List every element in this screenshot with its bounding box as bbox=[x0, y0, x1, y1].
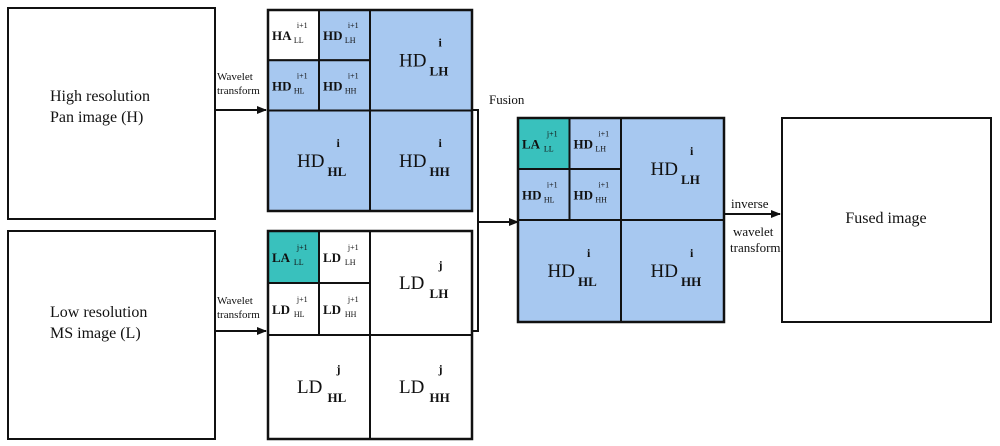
pan-cell-hd-lh-coarse-subscript: LH bbox=[345, 36, 356, 45]
fused-cell-hd-lh-coarse-main-label: HD bbox=[574, 137, 594, 152]
pan-cell-hd-lh-coarse-superscript: i+1 bbox=[348, 21, 359, 30]
fused-cell-la-ll-coarse-superscript: j+1 bbox=[546, 130, 558, 139]
pan-cell-hd-lh-coarse bbox=[318, 9, 371, 62]
pan-cell-hd-lh-coarse-main-label: HD bbox=[323, 28, 343, 43]
pan-cell-hd-hl-coarse-superscript: i+1 bbox=[297, 71, 308, 80]
pan-cell-ha-ll-coarse-superscript: i+1 bbox=[297, 21, 308, 30]
fused-image-label: Fused image bbox=[845, 210, 926, 227]
ms-grid-border bbox=[266, 229, 474, 441]
ms-image-box bbox=[7, 230, 216, 440]
ms-cell-ld-hh-fine-superscript: j bbox=[438, 362, 443, 376]
ms-wavelet-label-line2: transform bbox=[217, 309, 260, 321]
ms-cell-ld-hl-fine-superscript: j bbox=[336, 362, 341, 376]
pan-cell-hd-hh-coarse-subscript: HH bbox=[345, 86, 357, 95]
fused-cell-hd-lh-fine-subscript: LH bbox=[681, 172, 700, 187]
fused-cell-hd-lh-coarse-superscript: i+1 bbox=[598, 130, 609, 139]
ms-cell-ld-hl-fine-subscript: HL bbox=[328, 390, 347, 405]
ms-cell-ld-lh-fine-superscript: j bbox=[438, 258, 443, 272]
fused-image-box bbox=[781, 117, 992, 323]
ms-cell-ld-hh-coarse-superscript: j+1 bbox=[347, 295, 359, 304]
inverse-label-line3: transform bbox=[730, 240, 781, 255]
ms-cell-ld-hl-coarse-superscript: j+1 bbox=[296, 295, 308, 304]
pan-cell-hd-hl-fine-superscript: i bbox=[337, 136, 341, 150]
pan-cell-hd-lh-fine-main-label: HD bbox=[399, 50, 426, 71]
ms-cell-la-ll-coarse-subscript: LL bbox=[294, 258, 304, 267]
fused-cell-hd-lh-fine-main-label: HD bbox=[651, 159, 678, 180]
fused-cell-hd-hl-fine-subscript: HL bbox=[578, 274, 597, 289]
ms-cell-ld-lh-fine-subscript: LH bbox=[430, 286, 449, 301]
pan-cell-hd-hl-fine bbox=[267, 109, 371, 212]
fused-cell-hd-hh-coarse-main-label: HD bbox=[574, 188, 594, 203]
ms-cell-ld-hl-fine-main-label: LD bbox=[297, 377, 322, 398]
fused-cell-hd-hl-fine-main-label: HD bbox=[548, 261, 575, 282]
fused-cell-hd-hh-coarse bbox=[568, 168, 622, 221]
pan-cell-hd-hh-fine-main-label: HD bbox=[399, 151, 426, 172]
ms-cell-ld-hh-coarse bbox=[318, 282, 371, 336]
ms-cell-ld-hh-fine-main-label: LD bbox=[399, 377, 424, 398]
pan-cell-hd-hh-coarse bbox=[318, 59, 371, 112]
fused-cell-hd-lh-coarse-subscript: LH bbox=[595, 145, 606, 154]
ms-cell-ld-hh-fine-subscript: HH bbox=[430, 390, 450, 405]
pan-cell-ha-ll-coarse-main-label: HA bbox=[272, 28, 292, 43]
ms-cell-ld-lh-coarse-subscript: LH bbox=[345, 258, 356, 267]
fused-cell-hd-hl-coarse-main-label: HD bbox=[522, 188, 542, 203]
ms-cell-la-ll-coarse-superscript: j+1 bbox=[296, 243, 308, 252]
ms-cell-ld-lh-fine-main-label: LD bbox=[399, 273, 424, 294]
ms-image-label-line2: MS image (L) bbox=[50, 325, 141, 342]
ms-cell-ld-hl-coarse-subscript: HL bbox=[294, 310, 305, 319]
fused-cell-hd-lh-fine bbox=[620, 117, 725, 221]
fused-cell-la-ll-coarse bbox=[517, 117, 571, 170]
pan-cell-hd-hh-coarse-superscript: i+1 bbox=[348, 71, 359, 80]
pan-wavelet-label-line1: Wavelet bbox=[217, 71, 253, 83]
pan-cell-hd-hh-coarse-main-label: HD bbox=[323, 78, 343, 93]
ms-cell-ld-hh-fine bbox=[369, 334, 473, 440]
pan-cell-hd-hl-coarse-subscript: HL bbox=[294, 86, 305, 95]
pan-image-label-line1: High resolution bbox=[50, 88, 150, 105]
ms-cell-ld-hl-coarse-main-label: LD bbox=[272, 302, 290, 317]
fused-cell-hd-hh-fine-superscript: i bbox=[690, 246, 694, 260]
fused-cell-hd-lh-fine-superscript: i bbox=[690, 144, 694, 158]
fusion-label: Fusion bbox=[489, 92, 525, 107]
fused-cell-hd-hl-coarse-superscript: i+1 bbox=[547, 181, 558, 190]
pan-cell-hd-lh-fine-subscript: LH bbox=[430, 63, 449, 78]
pan-cell-ha-ll-coarse-subscript: LL bbox=[294, 36, 304, 45]
pan-image-label-line2: Pan image (H) bbox=[50, 109, 143, 126]
pan-image-box bbox=[7, 7, 216, 220]
fused-cell-hd-hh-fine-subscript: HH bbox=[681, 274, 701, 289]
pan-cell-hd-hh-fine-superscript: i bbox=[439, 136, 443, 150]
pan-cell-hd-hl-fine-main-label: HD bbox=[297, 151, 324, 172]
ms-cell-la-ll-coarse-main-label: LA bbox=[272, 250, 291, 265]
ms-cell-ld-lh-coarse-superscript: j+1 bbox=[347, 243, 359, 252]
ms-cell-ld-hh-coarse-main-label: LD bbox=[323, 302, 341, 317]
inverse-label-line2: wavelet bbox=[733, 224, 774, 239]
fused-cell-la-ll-coarse-main-label: LA bbox=[522, 137, 541, 152]
ms-wavelet-label-line1: Wavelet bbox=[217, 295, 253, 307]
fused-grid-border bbox=[516, 116, 726, 324]
ms-cell-ld-lh-coarse bbox=[318, 230, 371, 284]
fused-cell-la-ll-coarse-subscript: LL bbox=[544, 145, 554, 154]
pan-cell-hd-hl-coarse-main-label: HD bbox=[272, 78, 292, 93]
ms-cell-ld-hh-coarse-subscript: HH bbox=[345, 310, 357, 319]
fusion-connector-pan bbox=[472, 109, 479, 222]
fused-cell-hd-hh-coarse-superscript: i+1 bbox=[598, 181, 609, 190]
fusion-connector-ms bbox=[472, 222, 479, 332]
ms-cell-ld-lh-coarse-main-label: LD bbox=[323, 250, 341, 265]
pan-wavelet-label-line2: transform bbox=[217, 85, 260, 97]
fused-cell-hd-hh-fine-main-label: HD bbox=[651, 261, 678, 282]
fused-cell-hd-hh-coarse-subscript: HH bbox=[595, 196, 607, 205]
ms-image-label-line1: Low resolution bbox=[50, 304, 147, 321]
fused-cell-hd-lh-coarse bbox=[568, 117, 622, 170]
fused-cell-hd-hl-coarse-subscript: HL bbox=[544, 196, 555, 205]
pan-cell-hd-lh-fine bbox=[369, 9, 473, 112]
pan-cell-hd-hl-fine-subscript: HL bbox=[328, 164, 347, 179]
inverse-label-line1: inverse bbox=[731, 196, 769, 211]
pan-cell-hd-lh-fine-superscript: i bbox=[439, 35, 443, 49]
pan-cell-hd-hh-fine-subscript: HH bbox=[430, 164, 450, 179]
fused-cell-hd-hl-fine-superscript: i bbox=[587, 246, 591, 260]
